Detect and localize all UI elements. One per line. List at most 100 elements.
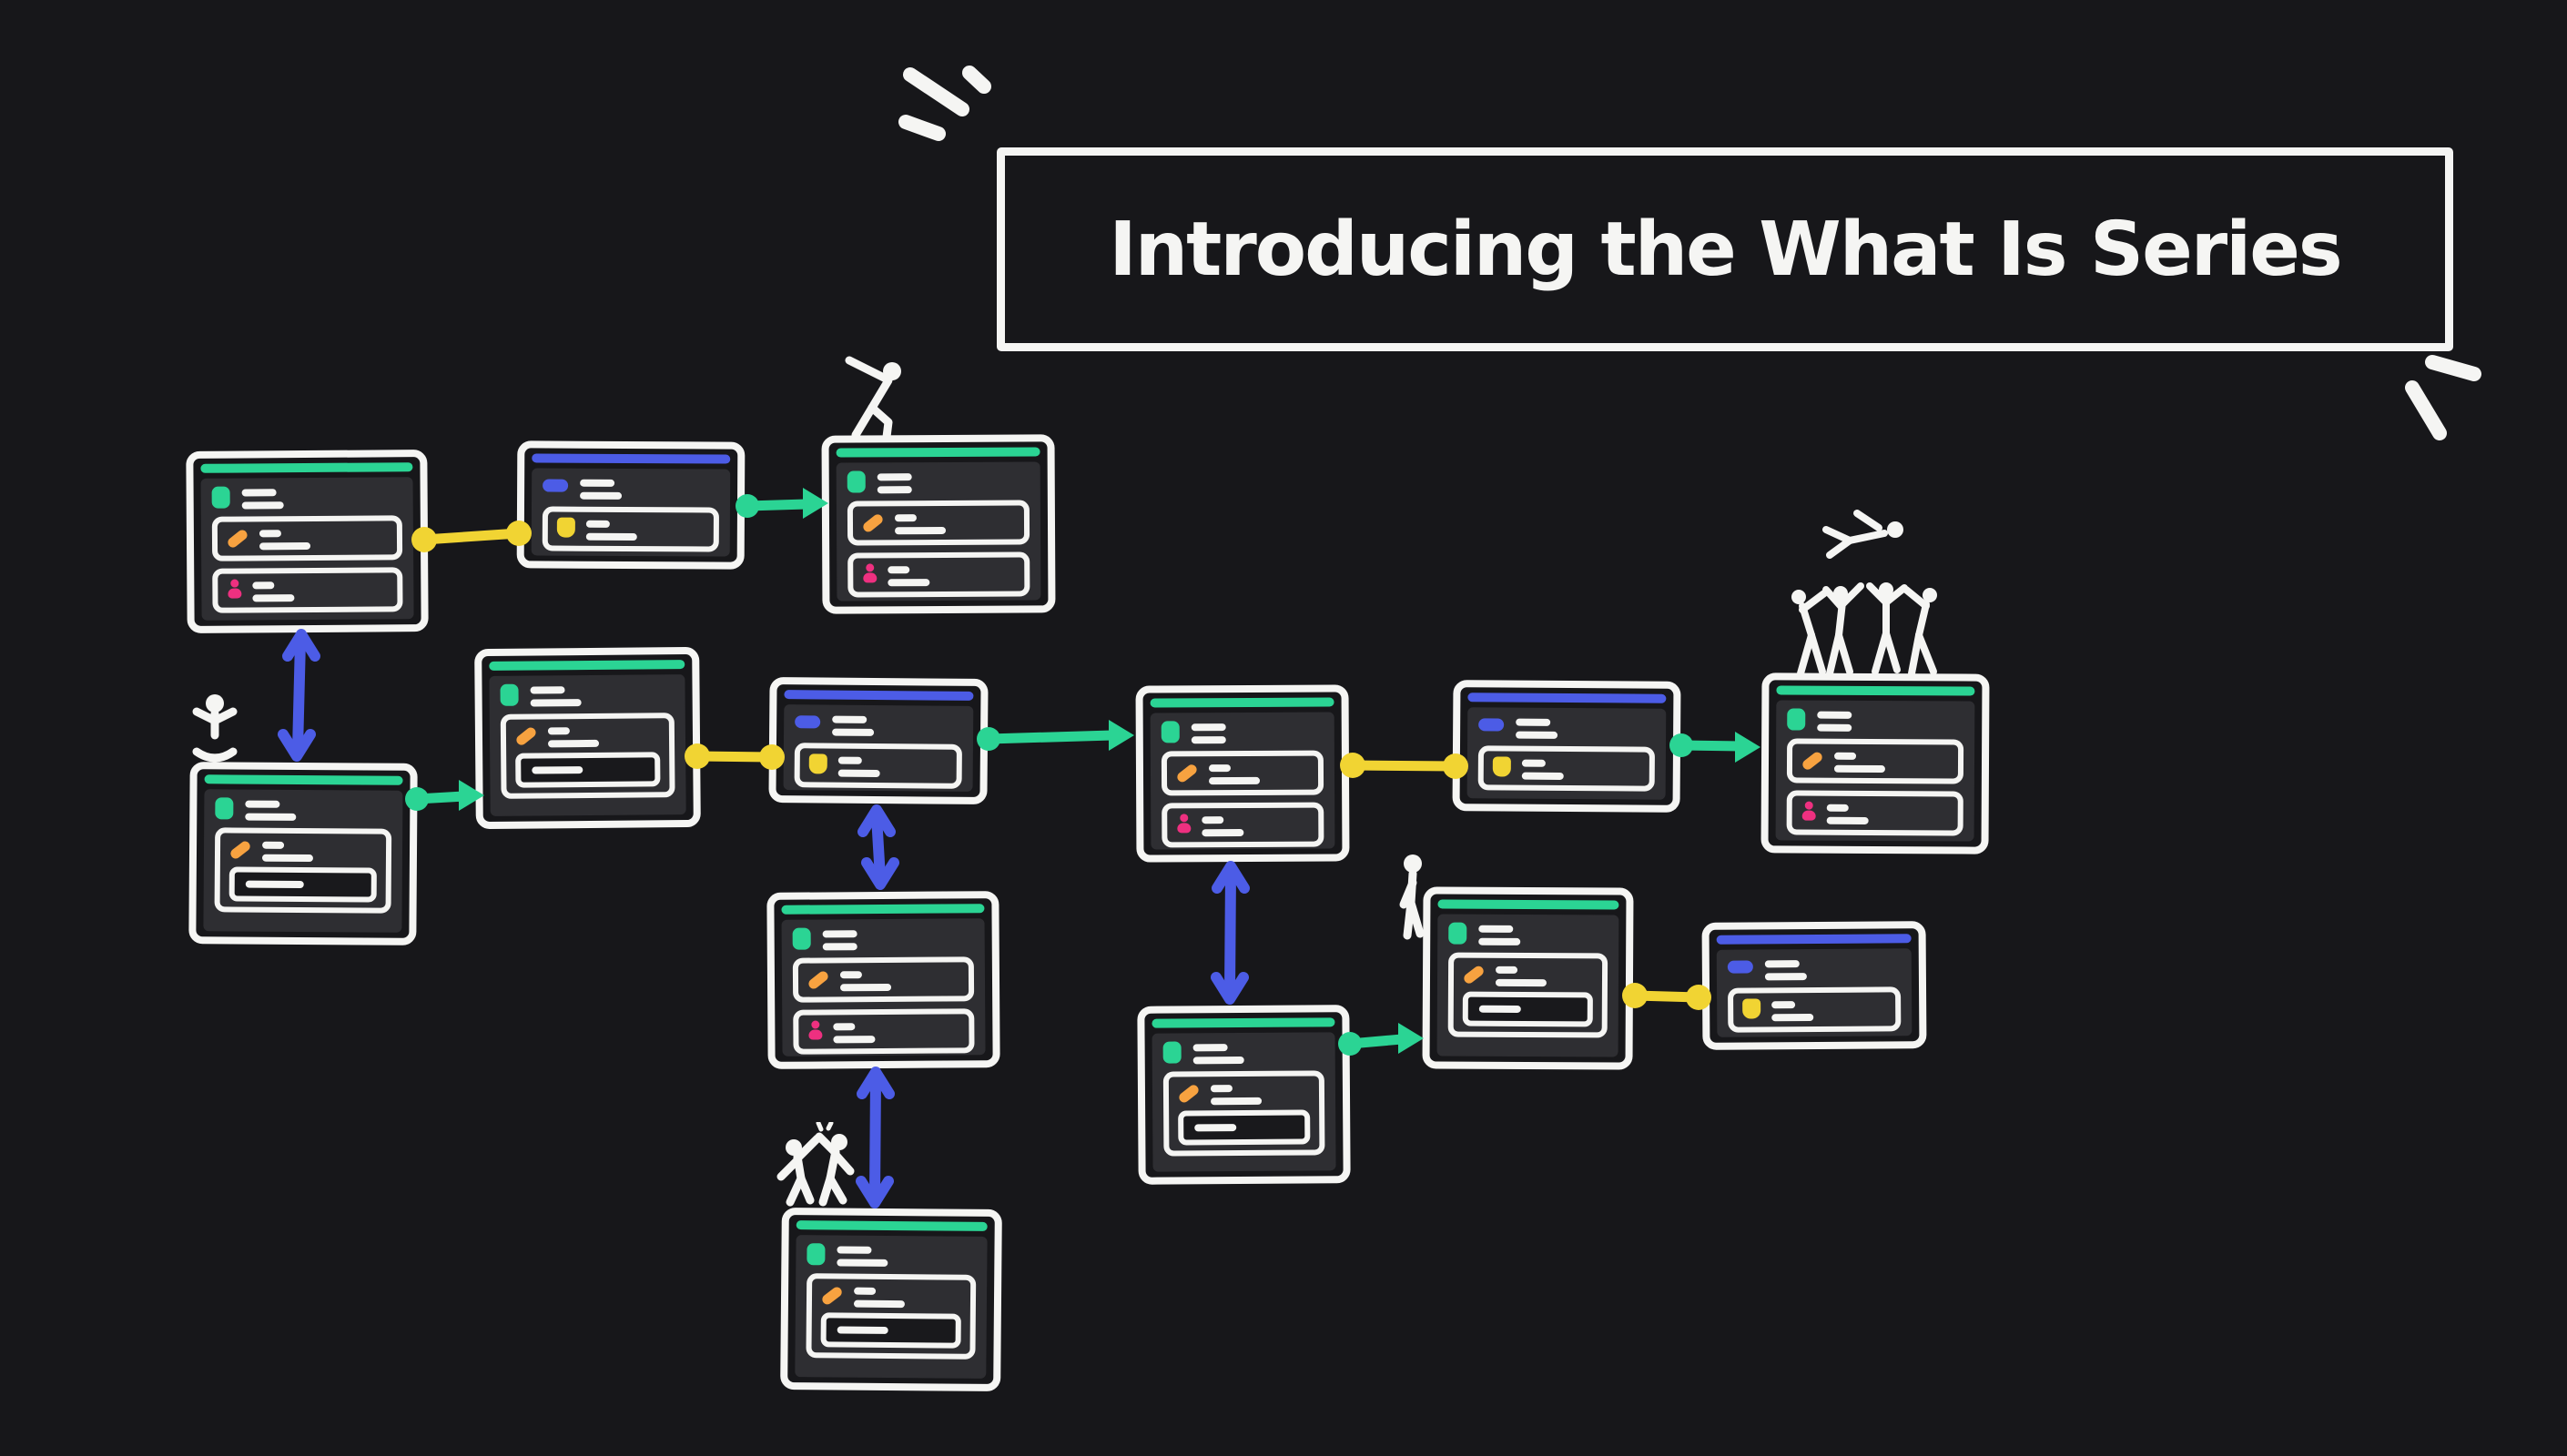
app-logo-icon	[847, 470, 866, 493]
card-header	[795, 713, 962, 737]
edge-f-g-green-arrow	[977, 720, 1134, 751]
text-line	[252, 594, 295, 602]
form-item	[1162, 1070, 1325, 1157]
card-header	[1448, 922, 1608, 946]
text-line	[1521, 759, 1546, 767]
text-line	[854, 1287, 877, 1295]
list-item	[794, 743, 962, 789]
titlebar-accent	[489, 660, 685, 671]
text-line	[833, 1023, 856, 1031]
card-f	[768, 676, 989, 805]
shield-icon	[1492, 756, 1511, 777]
card-header	[1478, 715, 1655, 739]
text-line	[837, 1259, 888, 1267]
text-line	[832, 715, 868, 723]
text-line	[580, 491, 623, 500]
stick-figure-crowd-toss	[1791, 510, 1937, 677]
titlebar-accent	[204, 774, 403, 785]
text-line	[1478, 925, 1514, 933]
edge-g-h-yellow	[1340, 753, 1468, 779]
card-header	[543, 476, 719, 500]
stick-figure-climber	[845, 356, 901, 439]
card-header	[1727, 956, 1901, 981]
titlebar-accent	[1467, 693, 1667, 703]
text-line	[895, 526, 947, 535]
card-body	[781, 918, 986, 1057]
stick-figure-meditator	[192, 694, 238, 763]
card-body	[1466, 707, 1667, 800]
text-line	[532, 766, 583, 774]
card-body	[836, 461, 1041, 602]
edge-g-l-blue-double-arrow	[1211, 861, 1250, 1005]
text-line	[1516, 718, 1551, 726]
text-line	[1191, 723, 1226, 732]
card-header	[1162, 1040, 1324, 1065]
text-line	[1202, 828, 1244, 837]
pencil-icon	[861, 512, 885, 534]
text-line	[580, 479, 615, 487]
app-logo-icon	[1787, 708, 1806, 731]
text-line	[530, 699, 582, 707]
edge-a-d-blue-double-arrow	[278, 629, 320, 762]
pencil-icon	[1462, 964, 1486, 986]
card-header	[500, 682, 674, 707]
text-line	[837, 756, 862, 764]
app-logo-icon	[1448, 922, 1467, 945]
card-a	[186, 450, 429, 633]
text-line	[1202, 816, 1224, 824]
list-item	[793, 1008, 975, 1055]
pencil-icon	[1801, 750, 1824, 772]
list-item	[792, 956, 975, 1003]
card-h	[1452, 680, 1681, 813]
titlebar-accent	[796, 1220, 988, 1231]
text-line	[1826, 804, 1849, 812]
app-logo-icon	[1162, 1041, 1182, 1064]
input-box	[1178, 1109, 1311, 1146]
text-line	[888, 566, 910, 574]
text-line	[241, 501, 284, 510]
card-l	[1137, 1005, 1351, 1185]
card-k	[780, 1207, 1002, 1392]
input-box	[228, 866, 377, 903]
pencil-icon	[807, 969, 830, 991]
titlebar-accent	[784, 690, 974, 701]
text-line	[585, 520, 610, 528]
text-line	[252, 581, 275, 590]
text-line	[241, 489, 277, 497]
card-body	[783, 704, 974, 792]
text-line	[245, 813, 297, 821]
app-logo-icon	[792, 927, 811, 950]
text-line	[1817, 711, 1852, 719]
form-item	[214, 827, 392, 914]
shield-icon	[1742, 998, 1761, 1019]
text-line	[832, 728, 875, 736]
text-line	[259, 541, 311, 551]
user-icon	[862, 563, 877, 582]
user-icon	[807, 1020, 822, 1039]
titlebar-accent	[1437, 899, 1619, 910]
app-logo-icon	[1478, 718, 1505, 732]
text-line	[259, 530, 281, 538]
card-d	[188, 762, 418, 945]
text-line	[833, 1036, 876, 1044]
page-title: Introducing the What Is Series	[1109, 206, 2342, 293]
card-body	[1716, 948, 1913, 1037]
input-box	[820, 1312, 961, 1349]
text-line	[840, 983, 892, 992]
text-line	[1208, 764, 1231, 773]
edge-h-i-green-arrow	[1669, 732, 1760, 763]
text-line	[839, 971, 862, 979]
app-logo-icon	[543, 479, 569, 492]
card-body	[1436, 914, 1619, 1057]
app-logo-icon	[215, 797, 234, 820]
pencil-icon	[228, 839, 252, 861]
text-line	[822, 930, 857, 938]
stick-figure-sitter	[1399, 854, 1425, 940]
card-header	[792, 926, 974, 951]
card-j	[766, 891, 1000, 1069]
pencil-icon	[1177, 1083, 1201, 1105]
text-line	[1496, 966, 1518, 974]
card-m	[1422, 886, 1634, 1070]
card-n	[1701, 921, 1927, 1050]
